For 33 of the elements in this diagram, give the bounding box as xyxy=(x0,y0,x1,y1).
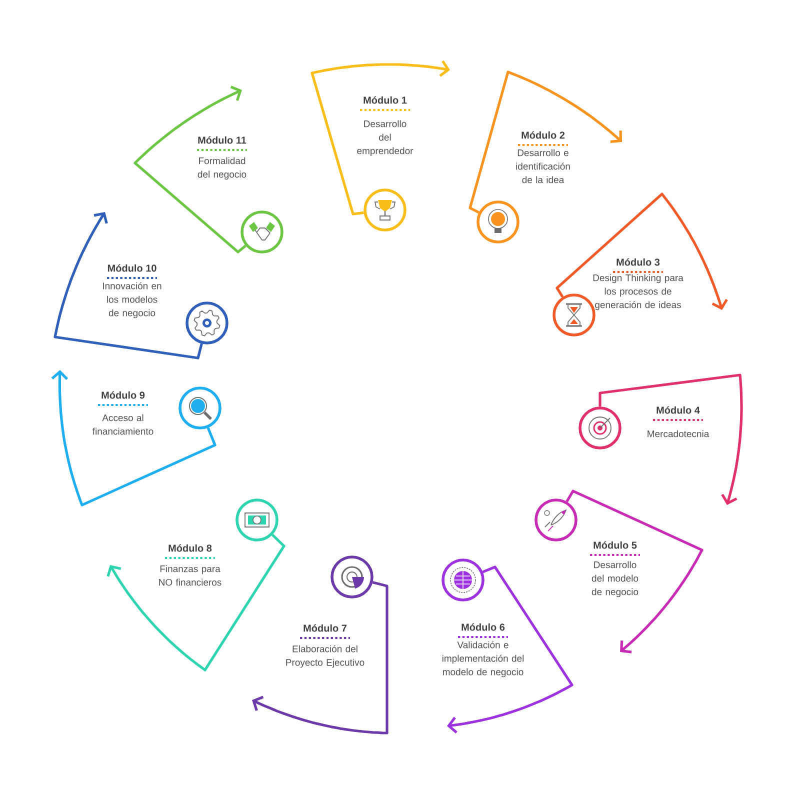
module-title: Módulo 3 xyxy=(616,258,660,266)
module-title: Módulo 7 xyxy=(304,624,346,632)
module-description: Elaboración del Proyecto Ejecutivo xyxy=(286,645,364,668)
module-description: Desarrollo e identificación de la idea xyxy=(516,149,570,184)
arrow xyxy=(51,370,216,506)
arrow xyxy=(556,192,728,310)
module-title: Módulo 1 xyxy=(364,96,407,104)
module-title: Módulo 4 xyxy=(656,406,700,414)
arrow xyxy=(252,581,388,734)
module-title: Módulo 2 xyxy=(522,131,565,139)
module-description: Mercadotecnia xyxy=(648,430,710,438)
module-title: Módulo 6 xyxy=(462,623,505,631)
module-title: Módulo 10 xyxy=(108,264,156,272)
arrow xyxy=(106,534,286,672)
arrow xyxy=(468,70,622,214)
module-title: Módulo 8 xyxy=(168,544,212,552)
module-title: Módulo 11 xyxy=(198,136,246,144)
arrow xyxy=(598,374,743,505)
module-description: Finanzas para NO financieros xyxy=(159,565,222,586)
arrow xyxy=(566,490,704,654)
arrow xyxy=(447,566,574,734)
module-description: Formalidad del negocio xyxy=(198,157,246,180)
module-description: Design Thinking para los procesos de generación de ideas xyxy=(593,274,684,310)
module-description: Innovación en los modelos de negocio xyxy=(103,282,162,318)
module-description: Acceso al financiamiento xyxy=(92,414,154,435)
arrow xyxy=(310,60,450,216)
module-title: Módulo 9 xyxy=(102,391,145,399)
module-title: Módulo 5 xyxy=(594,541,637,549)
module-description: Desarrollo del modelo de negocio xyxy=(592,561,638,598)
module-description: Desarrollo del emprendedor xyxy=(357,120,414,156)
module-description: Validación e implementación del modelo de negocio xyxy=(442,641,524,678)
arrow xyxy=(134,86,246,254)
arrow xyxy=(54,212,203,360)
